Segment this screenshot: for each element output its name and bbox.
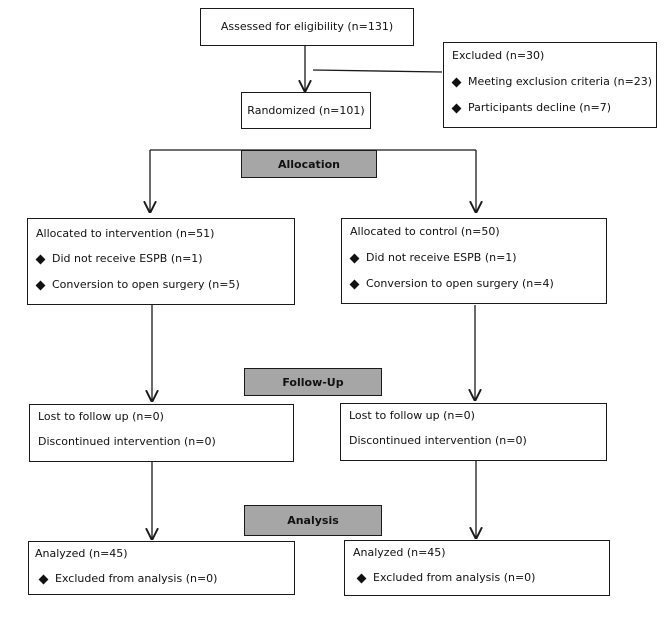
intervention-allocated-item-label: Did not receive ESPB (n=1) xyxy=(52,252,203,265)
intervention-allocated-item: Conversion to open surgery (n=5) xyxy=(35,278,240,292)
diamond-bullet-icon xyxy=(349,279,360,289)
control-follow-up-line: Lost to follow up (n=0) xyxy=(349,409,475,422)
intervention-analyzed-box: Analyzed (n=45) Excluded from analysis (… xyxy=(28,541,295,595)
excluded-item-label: Meeting exclusion criteria (n=23) xyxy=(468,75,653,88)
control-follow-up-line: Discontinued intervention (n=0) xyxy=(349,434,527,447)
diamond-bullet-icon xyxy=(356,573,367,583)
control-follow-up-box: Lost to follow up (n=0) Discontinued int… xyxy=(340,403,607,461)
intervention-follow-up-line: Discontinued intervention (n=0) xyxy=(38,435,216,448)
intervention-allocated-title: Allocated to intervention (n=51) xyxy=(36,227,215,240)
diamond-bullet-icon xyxy=(451,103,462,113)
diamond-bullet-icon xyxy=(35,280,46,290)
diamond-bullet-icon xyxy=(35,254,46,264)
assessed-box: Assessed for eligibility (n=131) xyxy=(200,8,414,46)
diamond-bullet-icon xyxy=(38,574,49,584)
control-allocated-item-label: Did not receive ESPB (n=1) xyxy=(366,251,517,264)
phase-analysis: Analysis xyxy=(244,505,382,536)
control-analyzed-item: Excluded from analysis (n=0) xyxy=(356,571,536,585)
intervention-analyzed-title: Analyzed (n=45) xyxy=(35,547,128,560)
control-analyzed-title: Analyzed (n=45) xyxy=(353,546,446,559)
intervention-follow-up-box: Lost to follow up (n=0) Discontinued int… xyxy=(29,404,294,462)
intervention-allocated-box: Allocated to intervention (n=51) Did not… xyxy=(27,218,295,305)
randomized-text: Randomized (n=101) xyxy=(247,103,365,117)
diamond-bullet-icon xyxy=(349,253,360,263)
randomized-box: Randomized (n=101) xyxy=(241,92,371,129)
intervention-allocated-item: Did not receive ESPB (n=1) xyxy=(35,252,203,266)
intervention-analyzed-item-label: Excluded from analysis (n=0) xyxy=(55,572,218,585)
control-analyzed-box: Analyzed (n=45) Excluded from analysis (… xyxy=(344,540,610,596)
phase-allocation-label: Allocation xyxy=(278,157,340,171)
diamond-bullet-icon xyxy=(451,77,462,87)
intervention-follow-up-line: Lost to follow up (n=0) xyxy=(38,410,164,423)
excluded-item: Participants decline (n=7) xyxy=(451,101,612,115)
phase-follow-up-label: Follow-Up xyxy=(282,375,344,389)
phase-allocation: Allocation xyxy=(241,150,377,178)
intervention-allocated-item-label: Conversion to open surgery (n=5) xyxy=(52,278,240,291)
excluded-title: Excluded (n=30) xyxy=(452,49,545,62)
control-allocated-item: Did not receive ESPB (n=1) xyxy=(349,251,517,265)
control-allocated-title: Allocated to control (n=50) xyxy=(350,225,500,238)
connector-to-excluded xyxy=(312,69,443,73)
excluded-item-label: Participants decline (n=7) xyxy=(468,101,612,114)
assessed-text: Assessed for eligibility (n=131) xyxy=(220,20,394,33)
phase-follow-up: Follow-Up xyxy=(244,368,382,396)
control-allocated-item-label: Conversion to open surgery (n=4) xyxy=(366,277,554,290)
excluded-box: Excluded (n=30) Meeting exclusion criter… xyxy=(443,42,657,128)
excluded-item: Meeting exclusion criteria (n=23) xyxy=(451,75,653,89)
phase-analysis-label: Analysis xyxy=(287,514,339,527)
control-allocated-item: Conversion to open surgery (n=4) xyxy=(349,277,554,291)
control-allocated-box: Allocated to control (n=50) Did not rece… xyxy=(341,218,607,304)
control-analyzed-item-label: Excluded from analysis (n=0) xyxy=(373,571,536,584)
intervention-analyzed-item: Excluded from analysis (n=0) xyxy=(38,572,218,586)
